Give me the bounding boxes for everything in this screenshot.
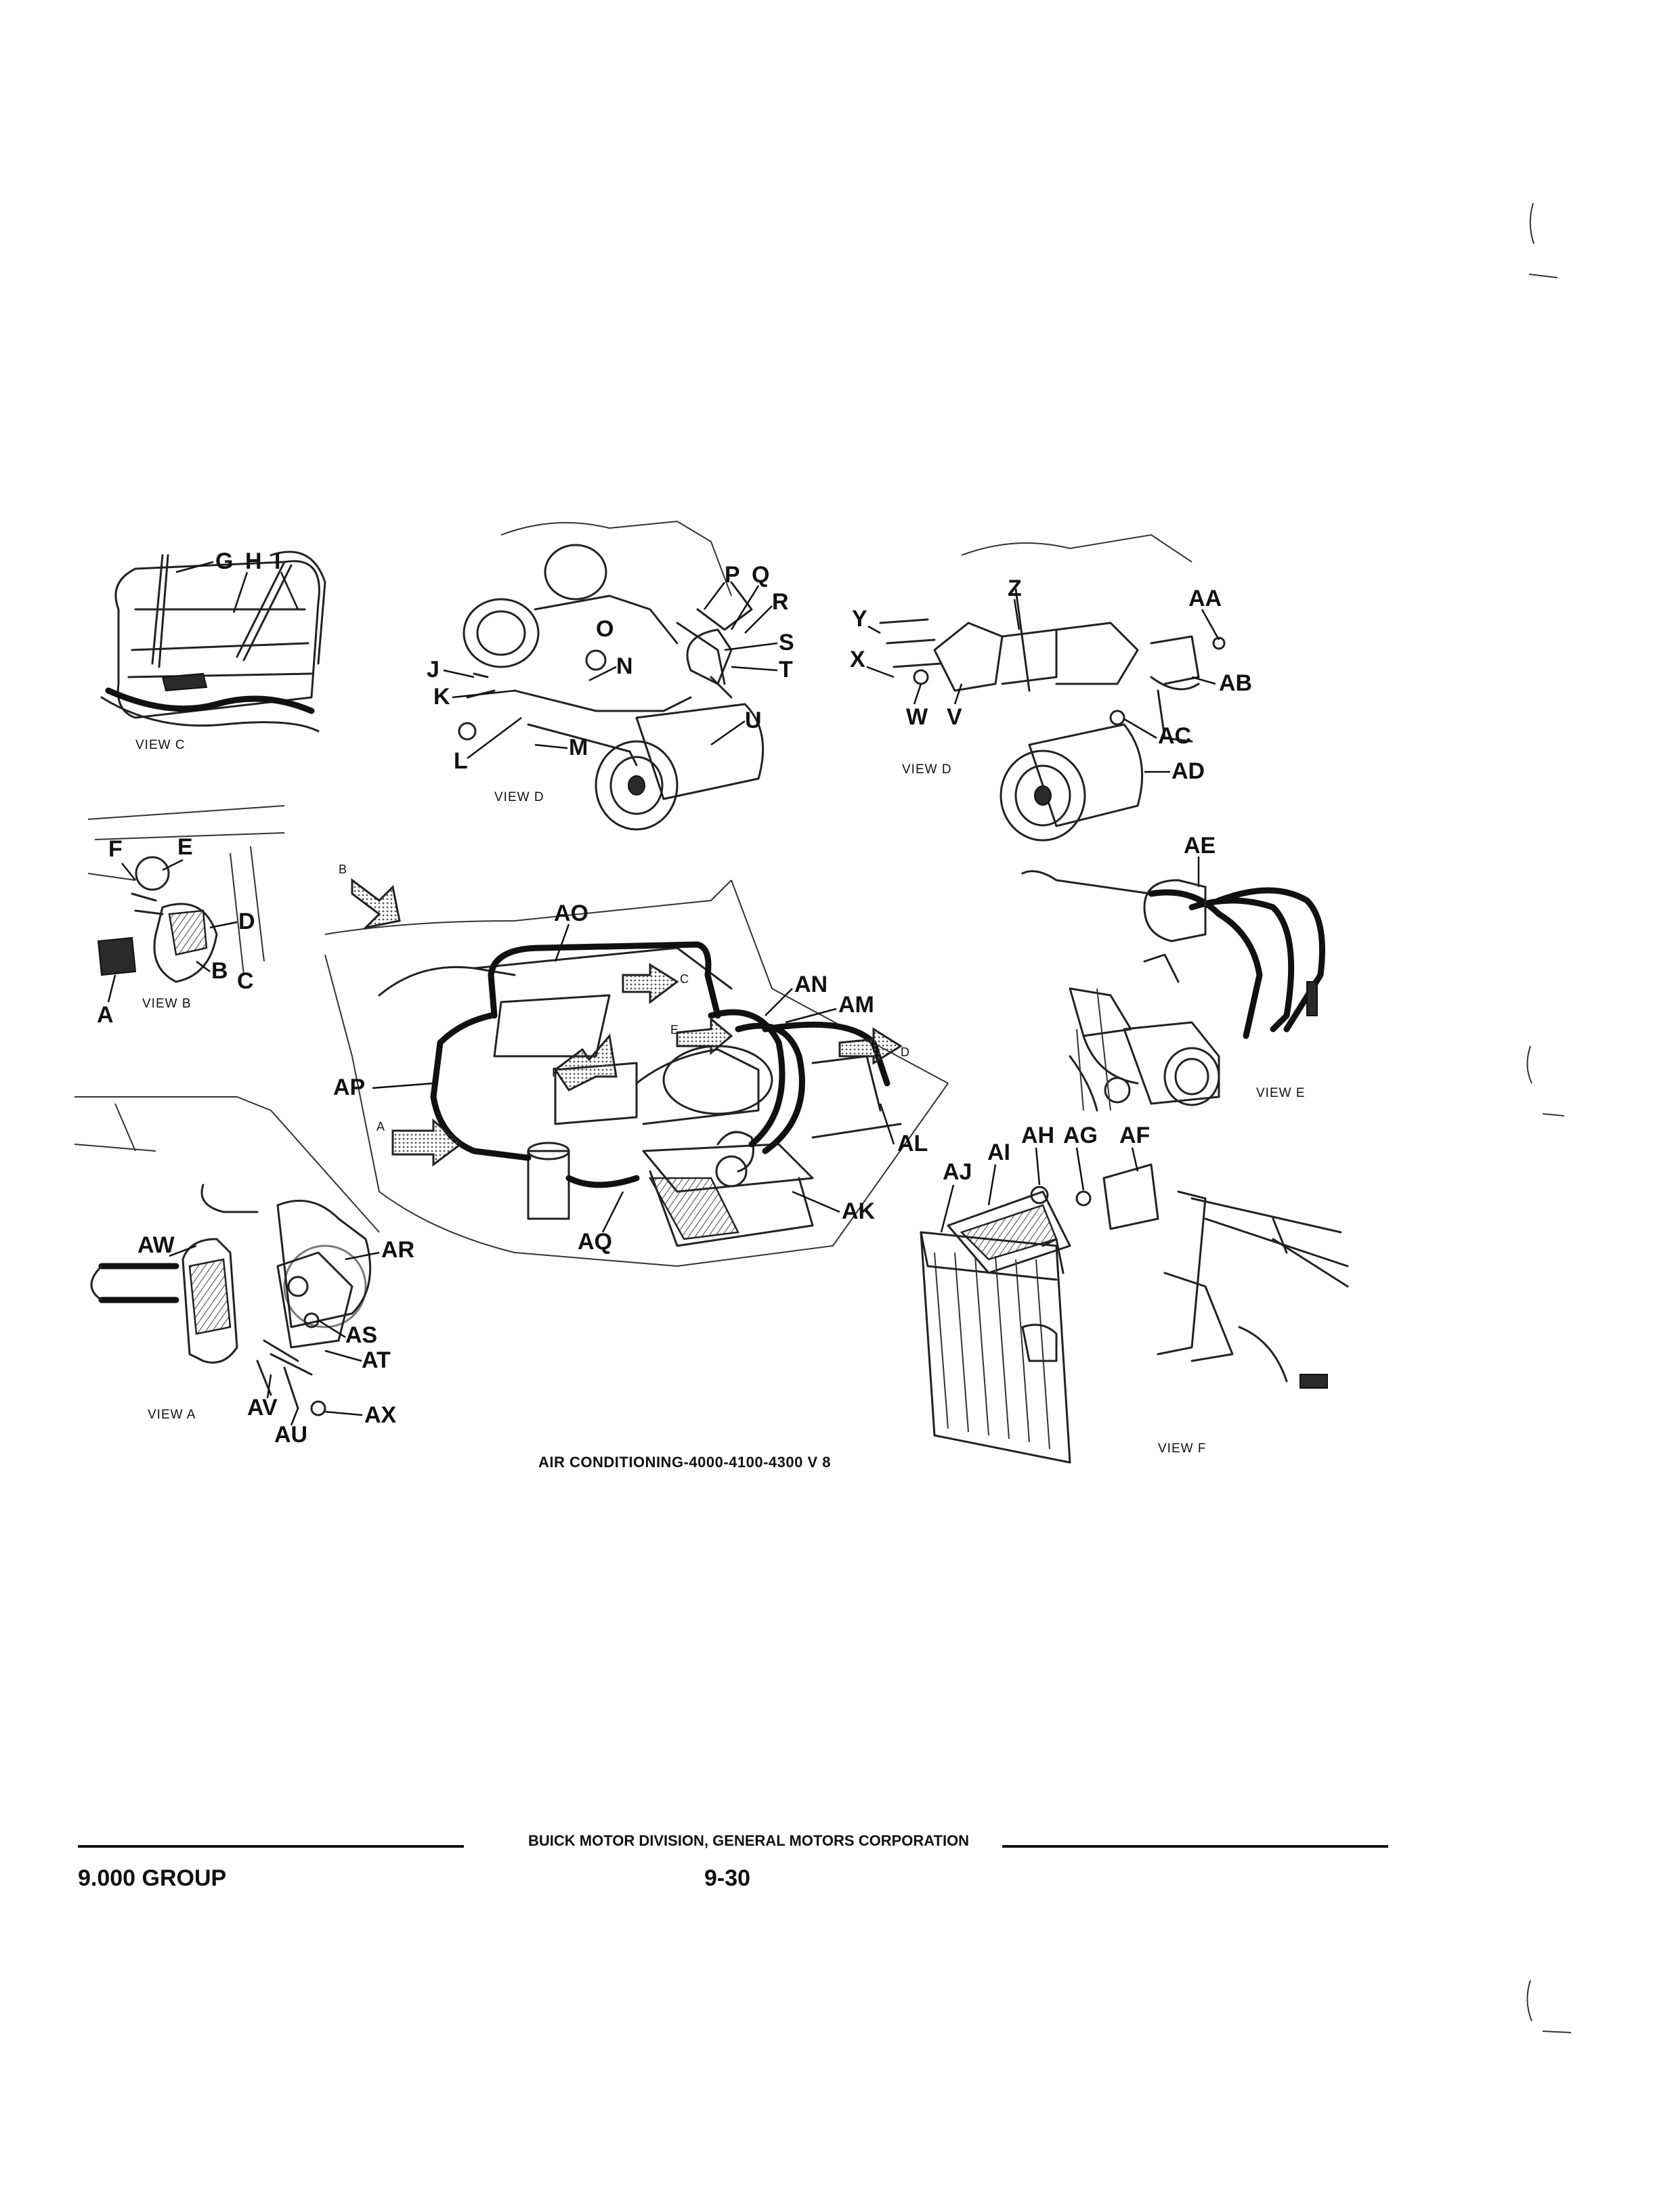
view-a-illustration bbox=[74, 1096, 380, 1416]
callout-au: AU bbox=[274, 1422, 307, 1448]
callout-ax: AX bbox=[364, 1402, 397, 1428]
figure-caption: AIR CONDITIONING-4000-4100-4300 V 8 bbox=[538, 1454, 831, 1471]
callout-ai: AI bbox=[987, 1140, 1010, 1165]
callout-aj: AJ bbox=[943, 1159, 972, 1185]
callout-av: AV bbox=[247, 1395, 278, 1421]
view-arrow-a-letter: A bbox=[377, 1120, 385, 1133]
callout-m: M bbox=[569, 735, 588, 760]
view-arrow-e: E bbox=[670, 1016, 733, 1056]
view-c-illustration bbox=[100, 550, 326, 733]
callout-ab: AB bbox=[1219, 670, 1252, 696]
callout-af: AF bbox=[1119, 1123, 1150, 1148]
view-arrow-b: B bbox=[339, 863, 401, 930]
callout-l: L bbox=[454, 748, 468, 774]
callout-q: Q bbox=[752, 562, 769, 588]
callout-ac: AC bbox=[1158, 723, 1191, 749]
callout-ap: AP bbox=[333, 1075, 365, 1100]
main-engine-illustration bbox=[324, 880, 949, 1267]
callout-aw: AW bbox=[137, 1232, 175, 1258]
view-arrow-d: D bbox=[838, 1027, 909, 1065]
footer-group: 9.000 GROUP bbox=[78, 1865, 227, 1891]
footer-publisher: BUICK MOTOR DIVISION, GENERAL MOTORS COR… bbox=[528, 1832, 970, 1849]
callout-al: AL bbox=[897, 1131, 928, 1156]
view-d-left-illustration bbox=[458, 520, 765, 831]
view-arrow-f: F bbox=[552, 1033, 618, 1091]
view-b-illustration bbox=[87, 805, 285, 983]
callout-e: E bbox=[177, 834, 193, 860]
callout-at: AT bbox=[362, 1347, 391, 1373]
view-arrow-e-letter: E bbox=[670, 1023, 679, 1037]
callout-ak: AK bbox=[842, 1198, 876, 1224]
callout-d: D bbox=[238, 909, 255, 934]
callout-ae: AE bbox=[1184, 833, 1216, 859]
callout-i: I bbox=[274, 548, 280, 574]
callout-ao: AO bbox=[554, 901, 588, 926]
callout-k: K bbox=[433, 684, 450, 710]
callout-ar: AR bbox=[381, 1237, 414, 1263]
margin-marks bbox=[1526, 202, 1572, 2033]
callout-x: X bbox=[850, 647, 865, 672]
view-arrow-a: A bbox=[377, 1118, 463, 1167]
view-f-label: VIEW F bbox=[1158, 1441, 1206, 1456]
callout-v: V bbox=[947, 704, 962, 730]
callout-h: H bbox=[245, 548, 262, 574]
callout-f: F bbox=[108, 836, 123, 862]
callout-aa: AA bbox=[1188, 586, 1222, 611]
view-f-illustration bbox=[920, 1163, 1349, 1464]
view-arrow-b-letter: B bbox=[339, 863, 347, 876]
view-arrow-d-letter: D bbox=[901, 1045, 909, 1059]
view-d-right-label: VIEW D bbox=[902, 762, 952, 777]
callout-aq: AQ bbox=[578, 1229, 612, 1255]
view-d-right-illustration bbox=[879, 534, 1226, 842]
view-c-label: VIEW C bbox=[135, 738, 186, 752]
callout-w: W bbox=[906, 704, 928, 730]
footer-rule-left bbox=[78, 1845, 464, 1848]
callout-t: T bbox=[779, 657, 793, 682]
view-b-label: VIEW B bbox=[142, 997, 192, 1011]
callout-z: Z bbox=[1008, 576, 1022, 601]
callout-ag: AG bbox=[1063, 1123, 1098, 1148]
callout-ah: AH bbox=[1021, 1123, 1054, 1148]
callout-y: Y bbox=[852, 606, 867, 632]
view-e-illustration bbox=[1021, 870, 1325, 1112]
callout-o: O bbox=[596, 616, 614, 642]
callout-g: G bbox=[215, 548, 233, 574]
footer-rule-right bbox=[1002, 1845, 1388, 1848]
view-a-label: VIEW A bbox=[148, 1408, 196, 1422]
callout-r: R bbox=[772, 589, 789, 615]
callout-an: AN bbox=[794, 972, 828, 997]
callout-c: C bbox=[237, 968, 254, 994]
view-e-label: VIEW E bbox=[1256, 1086, 1306, 1100]
view-arrow-f-letter: F bbox=[552, 1066, 559, 1079]
callout-j: J bbox=[427, 657, 439, 682]
callout-n: N bbox=[616, 653, 633, 679]
callout-a: A bbox=[97, 1002, 114, 1028]
callout-ad: AD bbox=[1172, 758, 1205, 784]
view-d-left-label: VIEW D bbox=[494, 790, 544, 804]
view-arrow-c: C bbox=[622, 963, 689, 1004]
view-arrow-c-letter: C bbox=[680, 972, 689, 986]
callout-b: B bbox=[211, 958, 228, 984]
callout-s: S bbox=[779, 630, 794, 655]
callout-p: P bbox=[725, 562, 740, 588]
callout-am: AM bbox=[838, 992, 874, 1018]
footer-page-number: 9-30 bbox=[704, 1865, 751, 1891]
callout-as: AS bbox=[345, 1322, 377, 1348]
callout-u: U bbox=[745, 708, 762, 733]
